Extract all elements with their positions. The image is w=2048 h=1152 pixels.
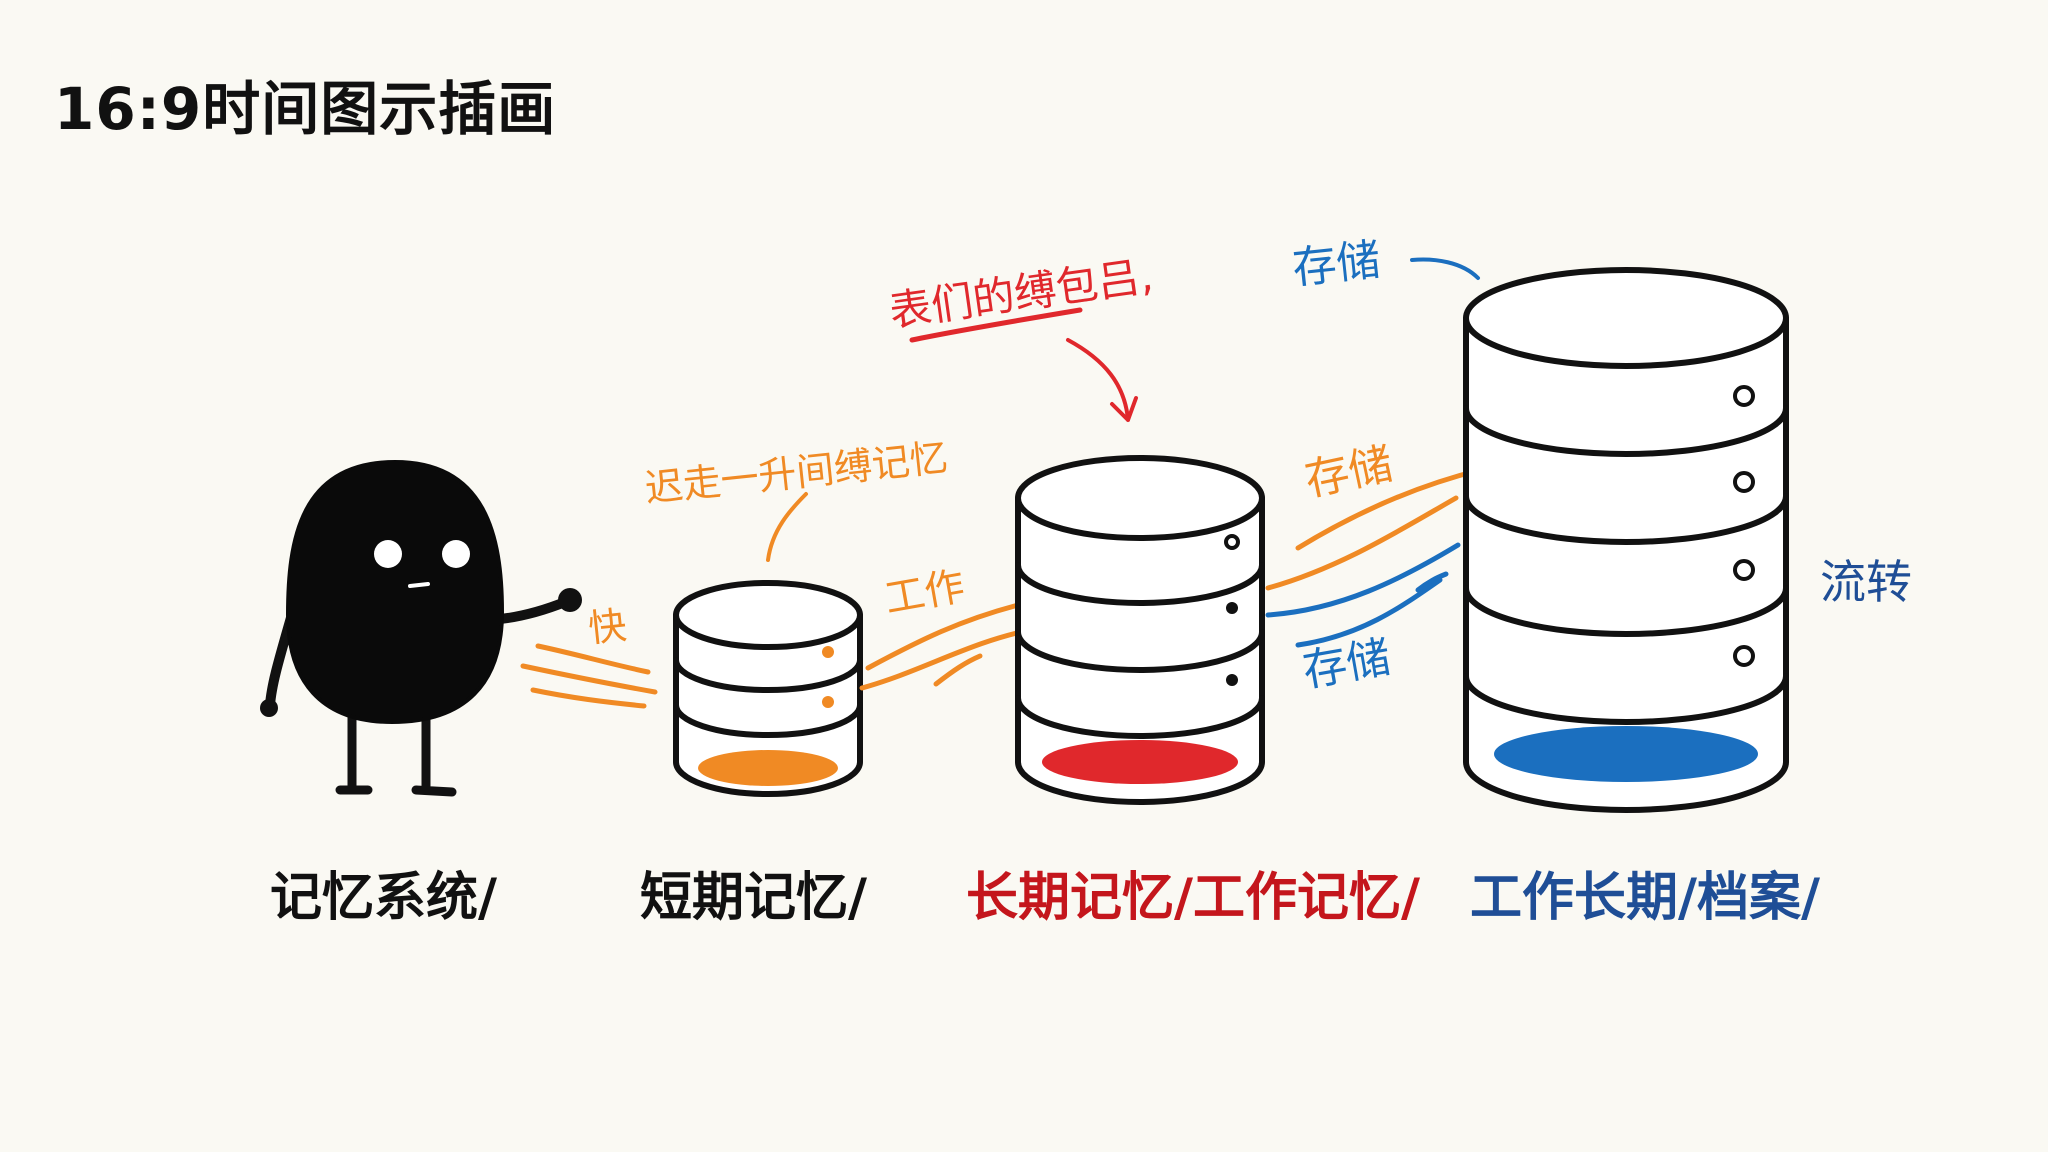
caption-memory-system: 记忆系统/ [270,868,497,928]
caption-archive: 工作长期/档案/ [1470,868,1820,928]
small-database-icon [673,580,863,797]
red-note-arrow [1066,338,1138,422]
storage-lines [1265,467,1483,648]
work-lines [859,601,1033,691]
character-body [286,460,504,724]
character-right-eye [442,540,470,568]
character-left-eye [374,540,402,568]
red-note-underline [909,307,1083,343]
orange-note-leader [766,492,808,562]
large-database-icon [1463,267,1789,813]
blob-character-icon [260,460,582,797]
caption-long-term: 长期记忆/工作记忆/ [966,868,1420,928]
medium-database-icon [1015,455,1265,805]
caption-short-term: 短期记忆/ [640,868,867,928]
store-top-label: 存储 [1290,234,1383,295]
fast-label: 快 [586,603,629,651]
page-title: 16:9时间图示插画 [54,75,557,143]
character-left-hand [260,699,278,717]
speed-lines [520,643,658,709]
flow-label: 流转 [1820,555,1912,609]
character-mouth [408,582,430,588]
store-top-tick [1410,257,1480,280]
character-right-hand [558,588,582,612]
